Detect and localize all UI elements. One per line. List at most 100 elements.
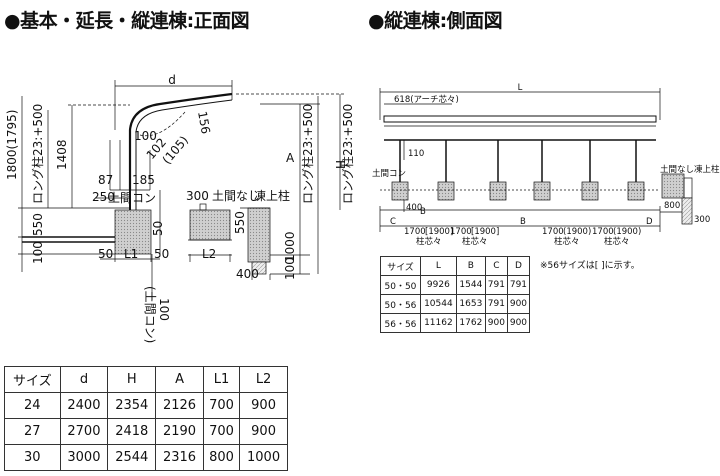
dim-pitch-4: 1700 xyxy=(592,227,614,237)
dim-1000: 1000 xyxy=(283,231,297,262)
table-header: A xyxy=(155,366,204,393)
table-cell: 50・50 xyxy=(380,275,421,295)
dim-400-side: 400 xyxy=(406,203,422,213)
dim-300: 300 xyxy=(186,189,209,203)
dim-B-left: B xyxy=(420,207,426,217)
table-header-row: サイズ d H A L1 L2 xyxy=(4,366,288,393)
table-cell: 1762 xyxy=(455,313,486,333)
table-cell: 27 xyxy=(4,418,61,445)
table-cell: 2400 xyxy=(59,392,109,419)
side-spec-table: サイズ L B C D 50・50 9926 1544 791 791 50・5… xyxy=(380,256,531,333)
dim-H: H xyxy=(333,160,347,169)
label-no-doma-front: 土間なし xyxy=(212,189,260,203)
dim-800: 800 xyxy=(664,201,680,211)
table-cell: 1544 xyxy=(455,275,486,295)
dim-long-post-A: ロング柱23:+500 xyxy=(300,104,315,204)
dim-50-vertical: 50 xyxy=(151,221,165,236)
table-cell: 2354 xyxy=(107,392,157,419)
table-cell: 2316 xyxy=(155,444,204,471)
table-header: H xyxy=(107,366,157,393)
label-doma-con-side: 土間コン xyxy=(372,168,406,179)
label-frozen-post-front: 凍上柱 xyxy=(254,188,290,203)
dim-pitch-2: 1700 xyxy=(450,227,472,237)
dim-250: 250 xyxy=(92,190,115,204)
dim-156: 156 xyxy=(195,110,213,135)
side-view xyxy=(379,88,693,232)
table-cell: 11162 xyxy=(419,313,457,333)
dim-L1: L1 xyxy=(124,247,138,261)
table-header: サイズ xyxy=(380,256,421,276)
dim-con-note: (土間コン) xyxy=(143,286,157,343)
table-cell: 791 xyxy=(484,275,508,295)
table-row: 50・50 9926 1544 791 791 xyxy=(380,275,531,295)
side-view-title: ●縦連棟:側面図 xyxy=(368,10,503,32)
dim-long-post-H: ロング柱23:+500 xyxy=(340,104,355,204)
dim-185: 185 xyxy=(132,173,155,187)
dim-arch: 618(アーチ芯々) xyxy=(394,94,459,105)
table-cell: 900 xyxy=(239,392,288,419)
dim-B-right: B xyxy=(520,217,526,227)
table-cell: 900 xyxy=(484,313,508,333)
dim-550-right: 550 xyxy=(233,211,247,234)
table-header: L1 xyxy=(202,366,241,393)
table-row: 56・56 11162 1762 900 900 xyxy=(380,313,531,333)
table-header: D xyxy=(506,256,531,276)
table-cell: 900 xyxy=(239,418,288,445)
dim-L2: L2 xyxy=(202,247,216,261)
dim-110: 110 xyxy=(408,149,424,159)
table-row: 24 2400 2354 2126 700 900 xyxy=(4,392,288,419)
table-header: サイズ xyxy=(4,366,61,393)
dim-L: L xyxy=(518,83,523,93)
dim-pitch-label-1: 柱芯々 xyxy=(416,236,442,247)
table-cell: 900 xyxy=(506,294,531,314)
dim-105: (105) xyxy=(160,133,191,167)
dim-pitch-1: 1700 xyxy=(404,227,426,237)
table-header-row: サイズ L B C D xyxy=(380,256,531,276)
table-header: d xyxy=(59,366,109,393)
dim-550-left: 550 xyxy=(31,213,45,236)
table-cell: 2418 xyxy=(107,418,157,445)
table-cell: 700 xyxy=(202,418,241,445)
dim-pitch-2b: [1900] xyxy=(471,227,499,237)
table-cell: 3000 xyxy=(59,444,109,471)
dim-100-curve: 100 xyxy=(134,129,157,143)
table-cell: 30 xyxy=(4,444,61,471)
table-cell: 2126 xyxy=(155,392,204,419)
table-cell: 2544 xyxy=(107,444,157,471)
label-no-doma-frozen-side: 土間なし凍上柱 xyxy=(660,164,720,175)
dim-long-post-left: ロング柱23:+500 xyxy=(30,104,45,204)
table-cell: 700 xyxy=(202,392,241,419)
table-cell: 24 xyxy=(4,392,61,419)
dim-300-side: 300 xyxy=(694,215,710,225)
front-view-title: ●基本・延長・縦連棟:正面図 xyxy=(4,10,250,32)
dim-1408: 1408 xyxy=(55,139,69,170)
table-cell: 1653 xyxy=(455,294,486,314)
table-cell: 900 xyxy=(506,313,531,333)
dim-100-right: 100 xyxy=(283,257,297,280)
label-doma-con-front: 土間コン xyxy=(108,191,156,205)
dim-50-a: 50 xyxy=(98,247,113,261)
dim-pitch-label-3: 柱芯々 xyxy=(554,236,580,247)
dim-100-con: 100 xyxy=(157,298,171,321)
table-cell: 800 xyxy=(202,444,241,471)
table-row: 27 2700 2418 2190 700 900 xyxy=(4,418,288,445)
dim-pitch-1b: [1900] xyxy=(425,227,453,237)
dim-height-left: 1800(1795) xyxy=(5,110,19,180)
table-cell: 50・56 xyxy=(380,294,421,314)
table-header: C xyxy=(484,256,508,276)
table-row: 30 3000 2544 2316 800 1000 xyxy=(4,444,288,471)
table-cell: 2700 xyxy=(59,418,109,445)
dim-C: C xyxy=(390,217,396,227)
table-cell: 791 xyxy=(484,294,508,314)
front-view-labels: d 1800(1795) ロング柱23:+500 1408 87 185 100… xyxy=(5,73,355,343)
table-row: 50・56 10544 1653 791 900 xyxy=(380,294,531,314)
dim-87: 87 xyxy=(98,173,113,187)
front-view xyxy=(18,80,345,300)
table-cell: 9926 xyxy=(419,275,457,295)
dim-d: d xyxy=(168,73,176,87)
table-cell: 1000 xyxy=(239,444,288,471)
dim-pitch-label-4: 柱芯々 xyxy=(604,236,630,247)
dim-pitch-4b: (1900) xyxy=(613,227,641,237)
dim-pitch-3: 1700 xyxy=(542,227,564,237)
